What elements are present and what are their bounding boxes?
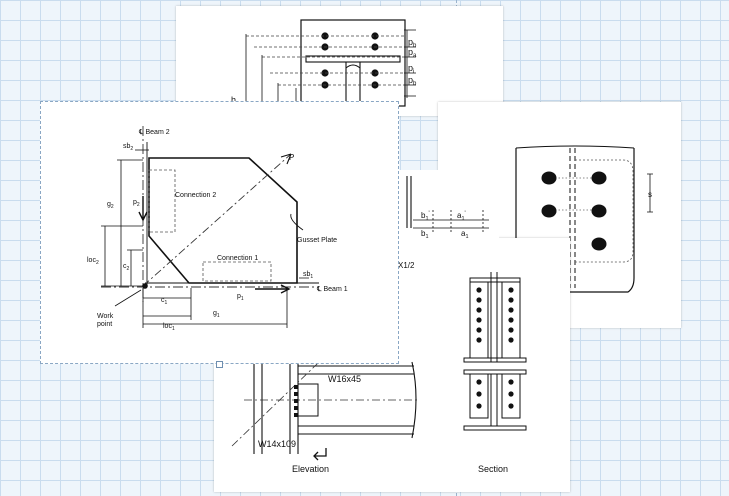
clip-angle-outline [575,159,634,263]
bolt-hole [591,237,607,251]
x-label: X1/2 [398,261,415,270]
beam-size-label: W16x45 [328,374,361,384]
column-size-label: W14x109 [258,439,296,449]
sb2-label: sb2 [123,143,133,152]
bolt-row-guides [548,177,598,211]
force-line [142,153,292,287]
bolt-hole [321,69,329,77]
force-label: P [289,153,294,162]
p1-arrow-icon [255,284,291,294]
spacing-dimension [647,173,653,213]
loc2-label: loc2 [87,257,99,266]
bolt-hole [541,171,557,185]
bolt-hole [371,32,379,40]
bolt-hole [591,204,607,218]
elevation-section-drawing: X1/2 W16x45 W14x109 Elevation [231,238,527,474]
return-arrow-icon [313,448,327,461]
side-dimension-label: h [231,95,236,105]
elevation-bolts [294,385,298,417]
bolt-pattern-drawing: s [515,145,653,293]
a-prime-label: a1' [457,211,466,222]
bolt-hole [541,204,557,218]
spacing-label: s [648,190,652,199]
tee-fillet [345,64,361,69]
section-lower-group [463,369,527,431]
work-point-label-line1: Work [97,313,114,320]
gusset-pointer [290,213,304,231]
pitch-label-1: pb [408,37,417,49]
b-label: b1 [421,229,429,240]
p1-label: p1 [237,293,244,302]
beam2-label: ℄Beam 2 [138,129,170,136]
bolt-pitch-drawing: pb pa pi pb h [231,19,417,116]
connection1-label: Connection 1 [217,255,258,262]
beam-w16x45 [298,361,417,439]
work-point-marker-icon [142,283,148,289]
work-point-label-line2: point [97,321,112,328]
strip-plate-edge [406,176,412,228]
weld-lines [569,148,576,288]
connection1-outline [202,261,272,282]
p2-arrow-icon [138,196,148,222]
gusset-geometry-drawing: ℄Beam 2 ℄Beam 1 P Connection 2 Connectio… [87,126,348,332]
elevation-caption: Elevation [292,464,329,474]
bolt-hole [321,32,329,40]
bolt-group [321,32,379,89]
force-arrow-icon [280,153,292,165]
pitch-label-4: pb [408,75,417,87]
dimension-lines [101,149,309,328]
connection2-outline [148,169,176,233]
gusset-plate-label: Gusset Plate [297,237,337,244]
work-point-leader [114,289,142,307]
bolt-holes [541,171,607,251]
tee-flange [305,55,401,63]
section-upper-group [463,272,527,363]
dimension-labels-strip: b1' b1 a1' a1 [399,170,499,240]
sheet-bolt-pitch-detail[interactable]: pb pa pi pb h [176,6,503,116]
b-prime-label: b1' [421,211,430,222]
c1-label: c1 [161,297,168,306]
g1-label: g1 [213,310,220,319]
loc1-label: loc1 [163,323,175,332]
right-dimension-chain [404,29,416,98]
bolt-hole [591,171,607,185]
sheet-gusset-plate-geometry[interactable]: ℄Beam 2 ℄Beam 1 P Connection 2 Connectio… [40,101,399,364]
bolt-hole [371,69,379,77]
web-plate-top-edge [515,145,635,149]
a-label: a1 [461,229,469,240]
beam1-label: ℄Beam 1 [316,286,348,293]
gusset-plate-outline [148,157,298,284]
c2-label: c2 [123,263,130,272]
extension-lines [246,35,404,86]
section-caption: Section [478,464,508,474]
tee-stem [345,62,361,102]
connection2-label: Connection 2 [175,192,216,199]
selection-handle[interactable] [216,361,223,368]
connection-plate-outline [300,19,406,107]
pitch-label-3: pi [408,63,414,75]
p2-label: p2 [133,199,140,208]
sb1-label: sb1 [303,271,313,280]
pitch-label-2: pa [408,47,417,59]
g2-label: g2 [107,201,114,210]
